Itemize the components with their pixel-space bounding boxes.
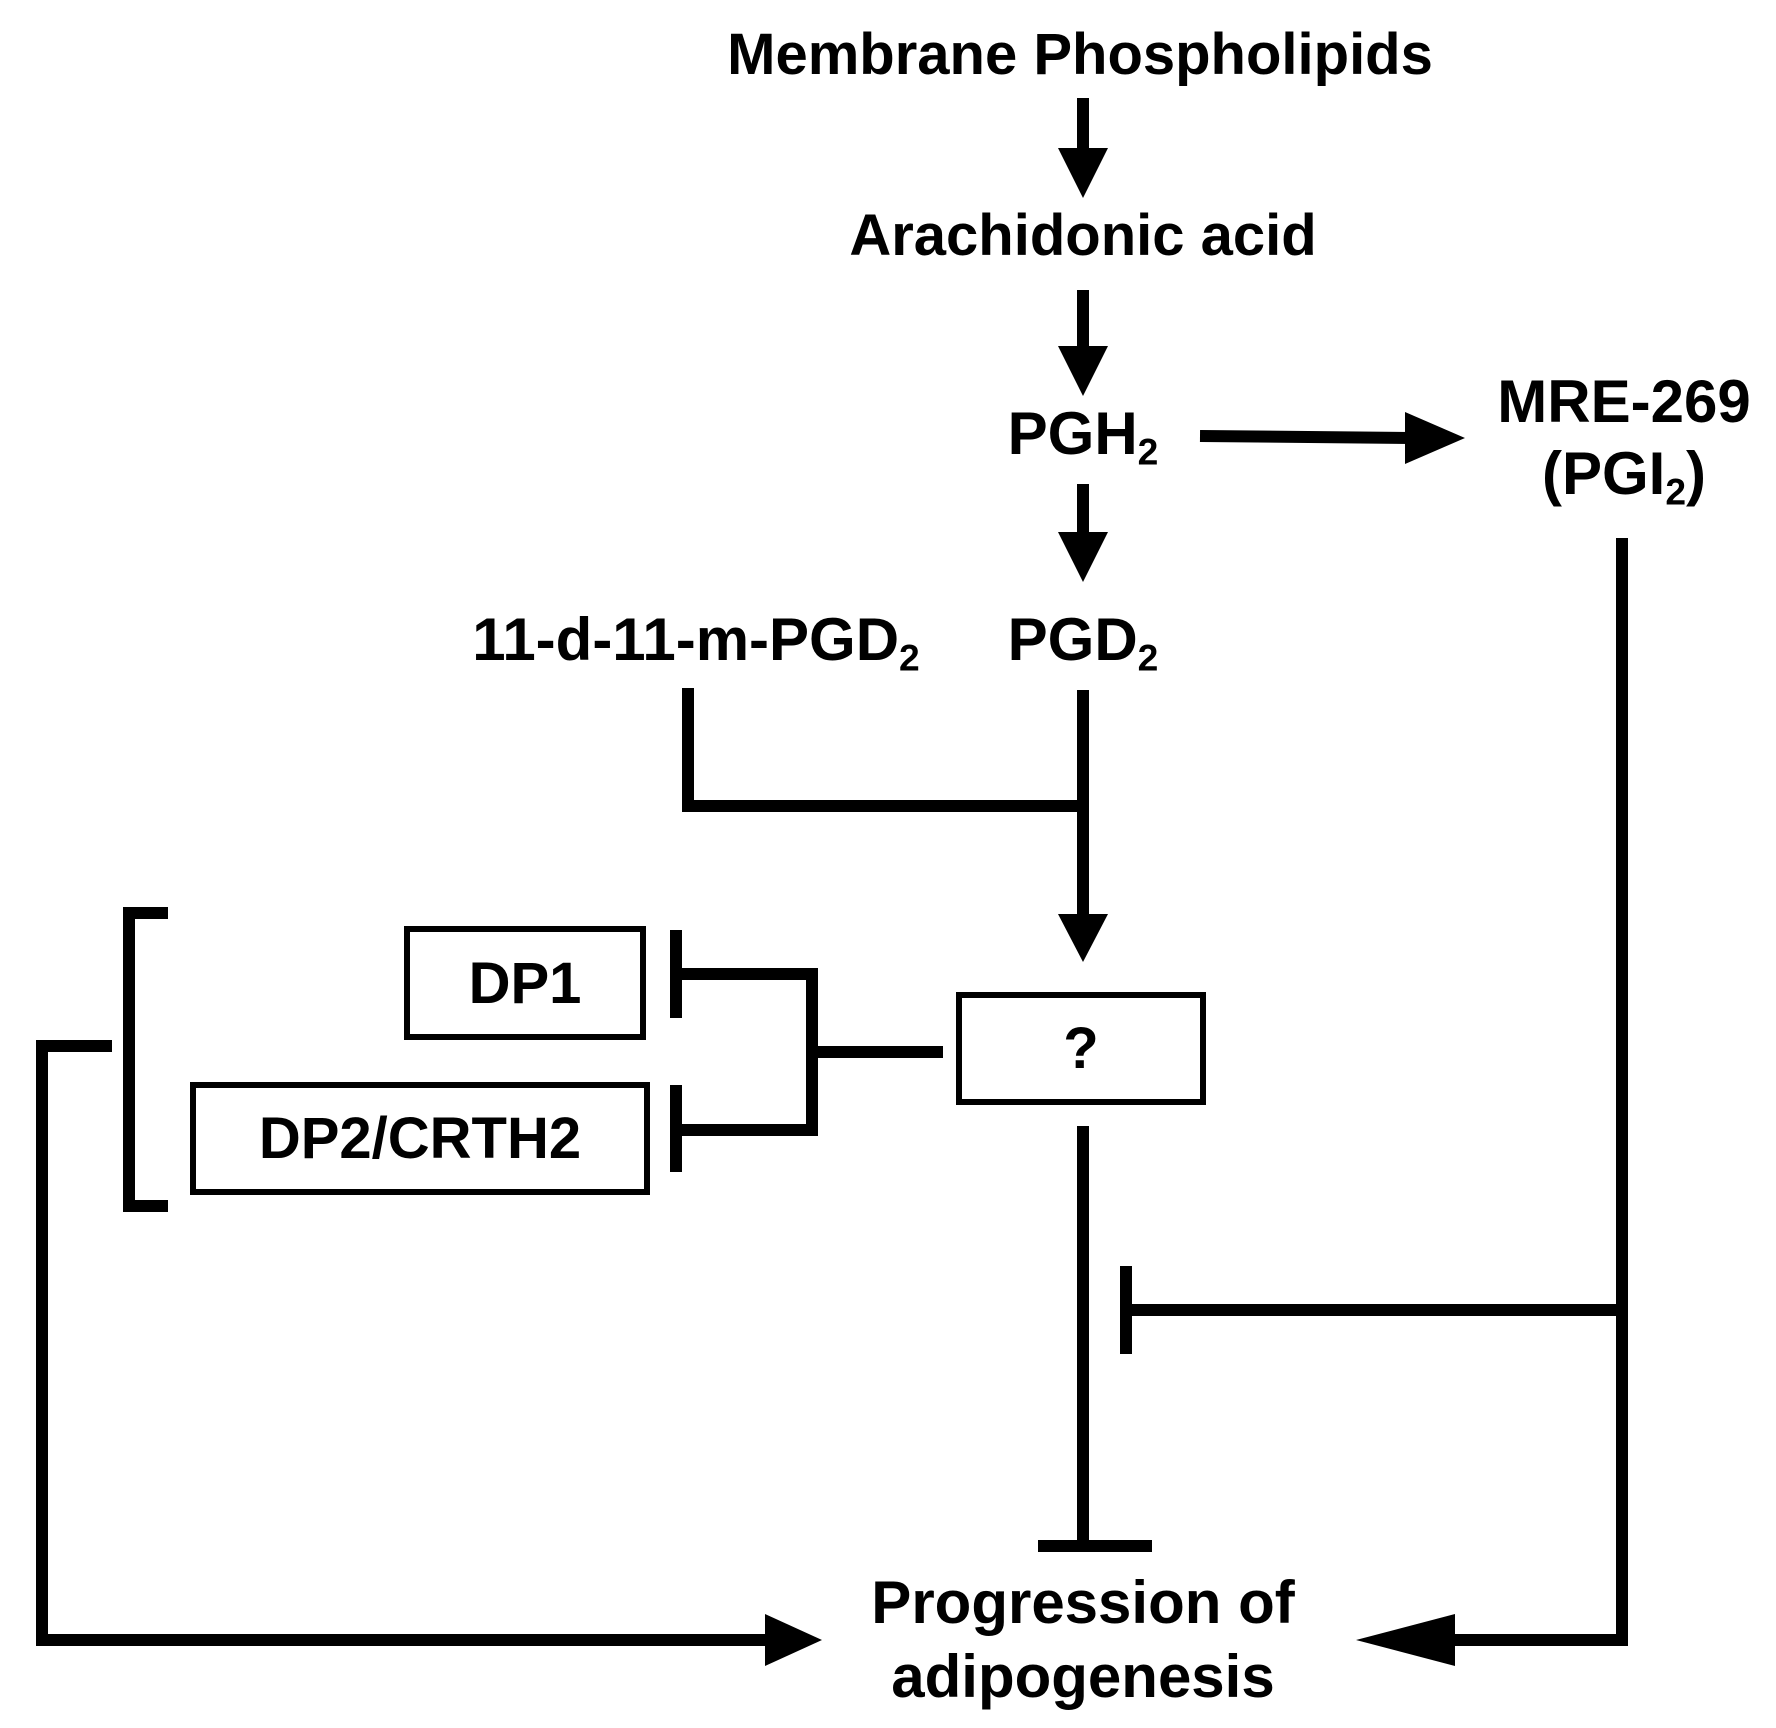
unknown-label: ? (1063, 1016, 1099, 1081)
node-dp2-crth2-receptor: DP2/CRTH2 (190, 1082, 650, 1195)
dp2-label: DP2/CRTH2 (258, 1106, 582, 1171)
arrowhead-mre (1405, 412, 1465, 464)
arrowhead-pgh2 (1058, 346, 1108, 396)
arrowhead-outcome-right (1356, 1614, 1455, 1666)
node-adipogenesis-outcome: Progression of adipogenesis (871, 1573, 1294, 1707)
arrowhead-unknown (1058, 914, 1108, 962)
arrowhead-pgd2 (1058, 532, 1108, 582)
outcome-line1: Progression of (871, 1569, 1295, 1636)
pgi2-close: ) (1686, 440, 1707, 507)
pgi2-label: (PGI2) (1497, 444, 1750, 511)
node-dp1-receptor: DP1 (404, 926, 646, 1040)
line-receptor-fork (676, 968, 818, 1136)
pgd2-label: PGD (1007, 606, 1138, 673)
pgh2-subscript: 2 (1137, 430, 1159, 473)
receptor-bracket (123, 907, 168, 1212)
node-11-d-11-m-pgd2: 11-d-11-m-PGD2 (472, 610, 919, 677)
node-mre-269: MRE-269 (PGI2) (1497, 368, 1751, 511)
line-bracket-to-outcome (36, 1040, 770, 1646)
pgh2-label: PGH (1007, 400, 1138, 467)
mre-269-label: MRE-269 (1497, 368, 1751, 435)
outcome-line2: adipogenesis (891, 1643, 1275, 1710)
line-metabolite-to-junction (682, 688, 1083, 812)
dp1-label: DP1 (468, 950, 582, 1016)
arrowhead-arachidonic (1058, 148, 1108, 198)
node-arachidonic-acid: Arachidonic acid (849, 203, 1317, 268)
pgi2-open: (PGI (1541, 440, 1666, 507)
arrowhead-outcome-left (765, 1614, 822, 1666)
arrow-pgh2-to-mre (1199, 430, 1411, 444)
pgd2-subscript: 2 (1137, 636, 1159, 679)
node-pgd2: PGD2 (1008, 610, 1159, 677)
node-membrane-phospholipids: Membrane Phospholipids (727, 22, 1433, 87)
pgi2-subscript: 2 (1665, 470, 1687, 513)
node-unknown-mediator: ? (956, 992, 1206, 1105)
metabolite-subscript: 2 (899, 636, 920, 679)
metabolite-label: 11-d-11-m-PGD (472, 606, 900, 673)
line-mre-to-outcome (1450, 538, 1628, 1646)
node-pgh2: PGH2 (1008, 404, 1159, 471)
